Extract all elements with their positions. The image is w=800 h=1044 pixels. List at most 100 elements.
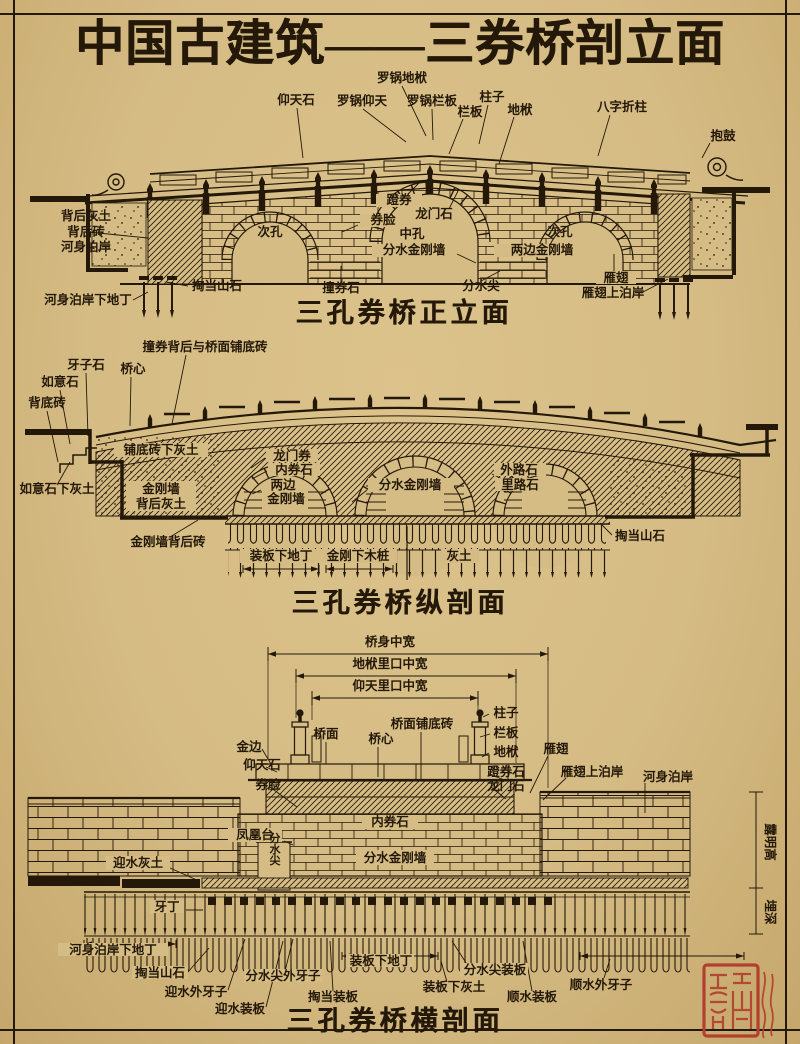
label-shunshui-zhuangban: 顺水装板 xyxy=(507,989,558,1004)
label-shunshui-wai-yazi: 顺水外牙子 xyxy=(570,977,633,992)
label-yingshui-wai-yazi: 迎水外牙子 xyxy=(165,984,228,999)
label-longmenshi: 龙门石 xyxy=(486,778,525,793)
label-yangtianshi: 仰天石 xyxy=(243,757,281,772)
elevation-title: 三孔券桥正立面 xyxy=(296,297,513,328)
label-luoguo-lanban: 罗锅栏板 xyxy=(407,93,458,108)
label-beihou-huitu: 背后灰土 xyxy=(61,208,112,223)
label-dengquanshi: 蹬券石 xyxy=(487,764,525,779)
label-taodang-shanshi: 掏当山石 xyxy=(135,965,185,980)
cross-section-structure xyxy=(27,647,763,1008)
cross-section-drawing: 桥身中宽 地栿里口中宽 仰天里口中宽 柱子 栏板 地栿 蹬券石 龙门石 雁翅 雁… xyxy=(27,634,778,1036)
label-beihou-zhuan: 背后砖 xyxy=(67,224,105,239)
label-yangtian-likou-zhongkuan: 仰天里口中宽 xyxy=(352,678,428,693)
label-cikong-right: 次孔 xyxy=(547,224,573,239)
label-yingshui-huitu: 迎水灰土 xyxy=(113,855,164,870)
frame-top xyxy=(0,13,800,15)
elevation-structure xyxy=(30,85,770,320)
label-fenshuijian-wai-yazi: 分水尖外牙子 xyxy=(245,968,321,983)
label-zhongkong: 中孔 xyxy=(399,226,425,241)
frame-left xyxy=(13,0,15,1044)
label-pudizhuan-xia-huitu: 铺底砖下灰土 xyxy=(123,442,199,457)
sheet-title: 中国古建筑——三券桥剖立面 xyxy=(74,16,725,71)
label-fenshui-jingangqiang: 分水金刚墙 xyxy=(383,242,446,257)
label-jinbian: 金边 xyxy=(235,739,262,754)
label-zhuangban-xia-huitu: 装板下灰土 xyxy=(422,979,486,994)
label-luoguo-yangtian: 罗锅仰天 xyxy=(337,93,388,108)
label-yanchi: 雁翅 xyxy=(603,270,629,285)
label-qiaoshen-zhongkuan: 桥身中宽 xyxy=(365,634,416,649)
label-qiaoxin: 桥心 xyxy=(368,731,394,746)
label-heshen-boan: 河身泊岸 xyxy=(61,239,112,254)
label-heshen-boan: 河身泊岸 xyxy=(643,769,694,784)
label-jingang-xia-muzhuang: 金刚下木桩 xyxy=(326,548,390,563)
label-luminggao: 露明高 xyxy=(763,823,778,861)
label-fenshuijian-zhuangban: 分水尖装板 xyxy=(464,962,527,977)
label-quanlian: 券脸 xyxy=(369,212,396,227)
label-baogu: 抱鼓 xyxy=(710,128,736,143)
label-zhuangquan-beihou: 撞券背后与桥面铺底砖 xyxy=(142,340,268,354)
label-zhuangban-xia-diding: 装板下地丁 xyxy=(349,953,413,968)
collector-seal xyxy=(702,963,774,1039)
label-lanban: 栏板 xyxy=(457,104,483,119)
label-neiquanshi: 内券石 xyxy=(371,814,409,829)
label-fenshuijian: 分水尖 xyxy=(268,831,281,866)
label-beidizhuan: 背底砖 xyxy=(28,395,66,410)
label-longmenshi: 龙门石 xyxy=(414,206,453,221)
label-taodang-zhuangban: 掏当装板 xyxy=(308,989,359,1004)
label-cikong-left: 次孔 xyxy=(257,224,283,239)
label-qiaoxin: 桥心 xyxy=(120,361,146,376)
label-fenshui-jingangqiang: 分水金刚墙 xyxy=(379,477,442,492)
label-jingangqiang-beihou-huitu-1: 金刚墙 xyxy=(141,481,180,496)
label-longmenquan: 龙门券 xyxy=(272,448,311,463)
label-zhuzi: 柱子 xyxy=(479,89,505,104)
label-difu: 地栿 xyxy=(507,102,533,117)
label-yingshui-zhuangban: 迎水装板 xyxy=(215,1001,266,1016)
label-huitu: 灰土 xyxy=(446,548,472,563)
label-difu: 地栿 xyxy=(493,744,519,759)
label-heshen-boan-xia-diding: 河身泊岸下地丁 xyxy=(44,292,132,307)
frame-bottom xyxy=(0,1029,800,1031)
label-heshen-boan-xia-diding: 河身泊岸下地丁 xyxy=(69,942,157,957)
label-qiaomian: 桥面 xyxy=(313,726,339,741)
label-liangbian-jingangqiang: 两边金刚墙 xyxy=(511,242,574,257)
label-lilushi: 里路石 xyxy=(501,477,539,492)
label-wailushi: 外路石 xyxy=(499,462,538,477)
label-yading: 牙丁 xyxy=(154,900,179,914)
label-luoguo-difu: 罗锅地栿 xyxy=(377,70,428,85)
label-quanlian: 券脸 xyxy=(254,777,281,792)
label-zhuzi: 柱子 xyxy=(493,705,519,720)
label-bazizhezhu: 八字折柱 xyxy=(596,99,648,114)
label-maishen: 埋深 xyxy=(763,899,778,925)
label-dengquan: 蹬券 xyxy=(386,192,412,207)
label-ruyishi-xia-huitu: 如意石下灰土 xyxy=(19,481,95,496)
label-yanchi-shang-boan: 雁翅上泊岸 xyxy=(561,764,624,779)
longitudinal-title: 三孔券桥纵剖面 xyxy=(292,587,509,618)
label-zhuangban-xia-diding: 装板下地丁 xyxy=(249,548,313,563)
label-zhuangquanshi: 撞券石 xyxy=(322,280,360,295)
label-yanchi: 雁翅 xyxy=(543,741,569,756)
cross-section-title: 三孔券桥横剖面 xyxy=(287,1005,504,1036)
front-elevation-drawing: 罗锅地栿 仰天石 罗锅仰天 罗锅栏板 栏板 柱子 地栿 八字折柱 抱鼓 次孔 蹬… xyxy=(30,70,770,328)
label-qiaomian-pudizhuan: 桥面铺底砖 xyxy=(391,716,454,731)
frame-right xyxy=(785,0,787,1044)
label-jingangqiang-beihou-zhuan: 金刚墙背后砖 xyxy=(129,534,206,549)
label-ruyishi: 如意石 xyxy=(41,374,79,389)
label-fenghuangtai: 凤凰台 xyxy=(236,827,274,842)
label-taodang-shanshi: 掏当山石 xyxy=(615,528,665,543)
label-yazishi: 牙子石 xyxy=(67,358,105,372)
elevation-labels: 罗锅地栿 仰天石 罗锅仰天 罗锅栏板 栏板 柱子 地栿 八字折柱 抱鼓 次孔 蹬… xyxy=(44,70,736,328)
label-yanchi-shang-boan: 雁翅上泊岸 xyxy=(582,285,645,300)
label-liangbian-2: 金刚墙 xyxy=(266,491,305,506)
section-labels: 撞券背后与桥面铺底砖 牙子石 桥心 如意石 背底砖 铺底砖下灰土 如意石下灰土 … xyxy=(19,340,665,618)
label-difu-likou-zhongkuan: 地栿里口中宽 xyxy=(352,656,428,671)
label-jingangqiang-beihou-huitu-2: 背后灰土 xyxy=(136,496,187,511)
label-lanban: 栏板 xyxy=(493,725,519,740)
label-taodang-shanshi: 掏当山石 xyxy=(192,278,242,293)
label-liangbian-1: 两边 xyxy=(270,477,296,492)
longitudinal-section-drawing: 撞券背后与桥面铺底砖 牙子石 桥心 如意石 背底砖 铺底砖下灰土 如意石下灰土 … xyxy=(19,340,778,618)
label-fenshui-jingangqiang: 分水金刚墙 xyxy=(364,850,427,865)
label-fenshuijian: 分水尖 xyxy=(462,278,500,293)
cross-section-labels: 桥身中宽 地栿里口中宽 仰天里口中宽 柱子 栏板 地栿 蹬券石 龙门石 雁翅 雁… xyxy=(69,634,778,1036)
label-yangtianshi: 仰天石 xyxy=(277,92,315,107)
